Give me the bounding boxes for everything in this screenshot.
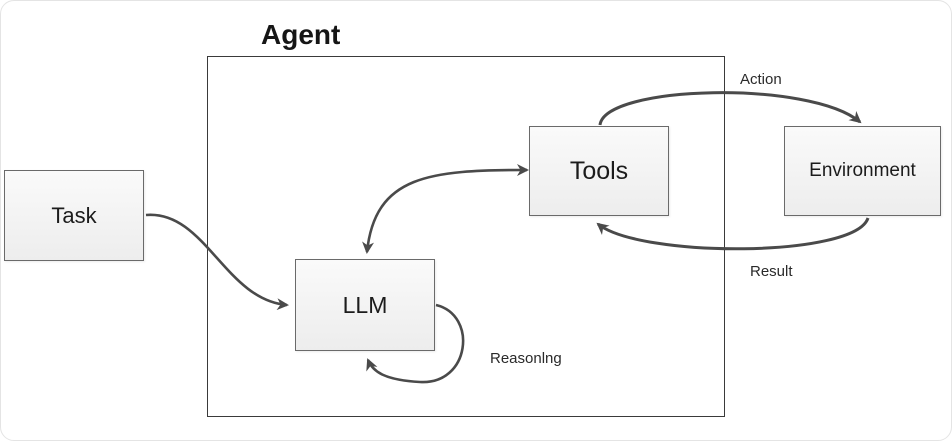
- arrow-llm-tools: [362, 164, 529, 254]
- task-node: Task: [4, 170, 144, 261]
- task-node-label: Task: [51, 202, 97, 228]
- arrow-task-to-llm: [145, 213, 289, 311]
- action-label: Action: [740, 71, 782, 88]
- arrow-action-tools-to-environment: [598, 91, 862, 126]
- agent-container: [207, 56, 725, 417]
- environment-node-label: Environment: [809, 160, 916, 181]
- tools-node-label: Tools: [569, 156, 629, 185]
- reasoning-label: Reasonlng: [490, 350, 562, 367]
- llm-node-label: LLM: [342, 291, 388, 318]
- result-label: Result: [750, 263, 793, 280]
- environment-node: Environment: [784, 126, 941, 216]
- arrow-reasoning-loop: [366, 303, 465, 384]
- tools-node: Tools: [529, 126, 669, 216]
- agent-title: Agent: [261, 19, 341, 50]
- llm-node: LLM: [295, 259, 435, 351]
- arrow-result-environment-to-tools: [596, 217, 870, 251]
